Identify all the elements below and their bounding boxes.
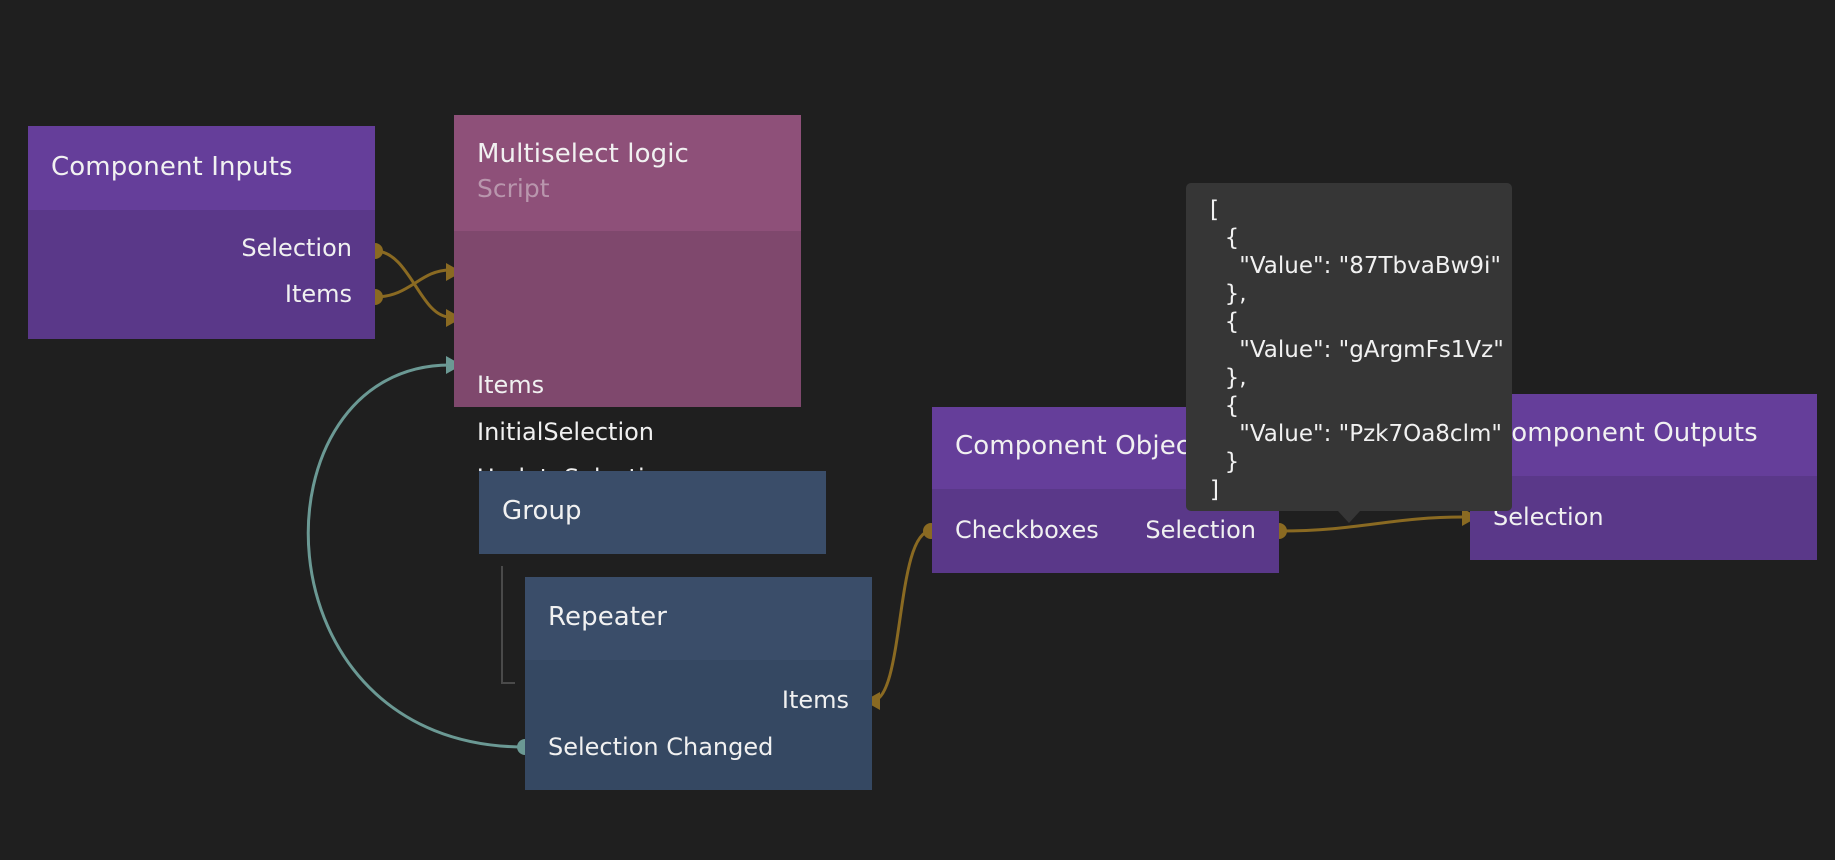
node-title: Component Outputs [1493, 418, 1758, 448]
node-repeater[interactable]: Repeater Items Selection Changed [525, 577, 872, 790]
node-header[interactable]: Group [479, 471, 826, 554]
node-header[interactable]: Component Inputs [28, 126, 375, 210]
node-component-outputs[interactable]: Component Outputs Selection [1470, 394, 1817, 560]
node-multiselect-logic[interactable]: Multiselect logic Script Items InitialSe… [454, 115, 801, 492]
port-label-checkboxes[interactable]: Checkboxes [955, 516, 1099, 544]
node-body: Selection [1470, 476, 1817, 560]
node-group[interactable]: Group [479, 471, 826, 554]
group-child-connector [501, 566, 515, 684]
node-title: Component Object [955, 431, 1201, 461]
port-label-selection[interactable]: Selection [1145, 516, 1256, 544]
wire-selection-to-outputs[interactable] [1278, 515, 1465, 533]
wire-selection-to-initialselection[interactable] [374, 249, 451, 319]
node-subtitle: Script [477, 174, 550, 203]
node-body: Selection Items [28, 210, 375, 339]
port-label-selection-changed[interactable]: Selection Changed [548, 733, 774, 761]
node-header[interactable]: Repeater [525, 577, 872, 660]
node-component-inputs[interactable]: Component Inputs Selection Items [28, 126, 375, 339]
node-header[interactable]: Multiselect logic Script [454, 115, 801, 231]
port-label-selection[interactable]: Selection [241, 234, 352, 262]
port-label-items[interactable]: Items [781, 686, 849, 714]
tooltip-json-text: [ { "Value": "87TbvaBw9i" }, { "Value": … [1210, 197, 1504, 503]
port-label-initial-selection[interactable]: InitialSelection [477, 418, 655, 446]
node-header[interactable]: Component Outputs [1470, 394, 1817, 476]
node-title: Repeater [548, 602, 668, 632]
port-label-items[interactable]: Items [477, 371, 545, 399]
node-body: Items Selection Changed [525, 660, 872, 790]
wire-checkboxes-to-repeater-items[interactable] [871, 529, 932, 703]
tooltip-pointer [1338, 511, 1360, 523]
value-tooltip: [ { "Value": "87TbvaBw9i" }, { "Value": … [1186, 183, 1512, 511]
port-label-items[interactable]: Items [284, 280, 352, 308]
node-title: Multiselect logic [477, 139, 689, 169]
node-title: Component Inputs [51, 152, 293, 182]
wire-items-to-items[interactable] [374, 268, 451, 299]
node-title: Group [502, 496, 582, 526]
node-body: Items InitialSelection UpdateSelection [454, 231, 801, 492]
